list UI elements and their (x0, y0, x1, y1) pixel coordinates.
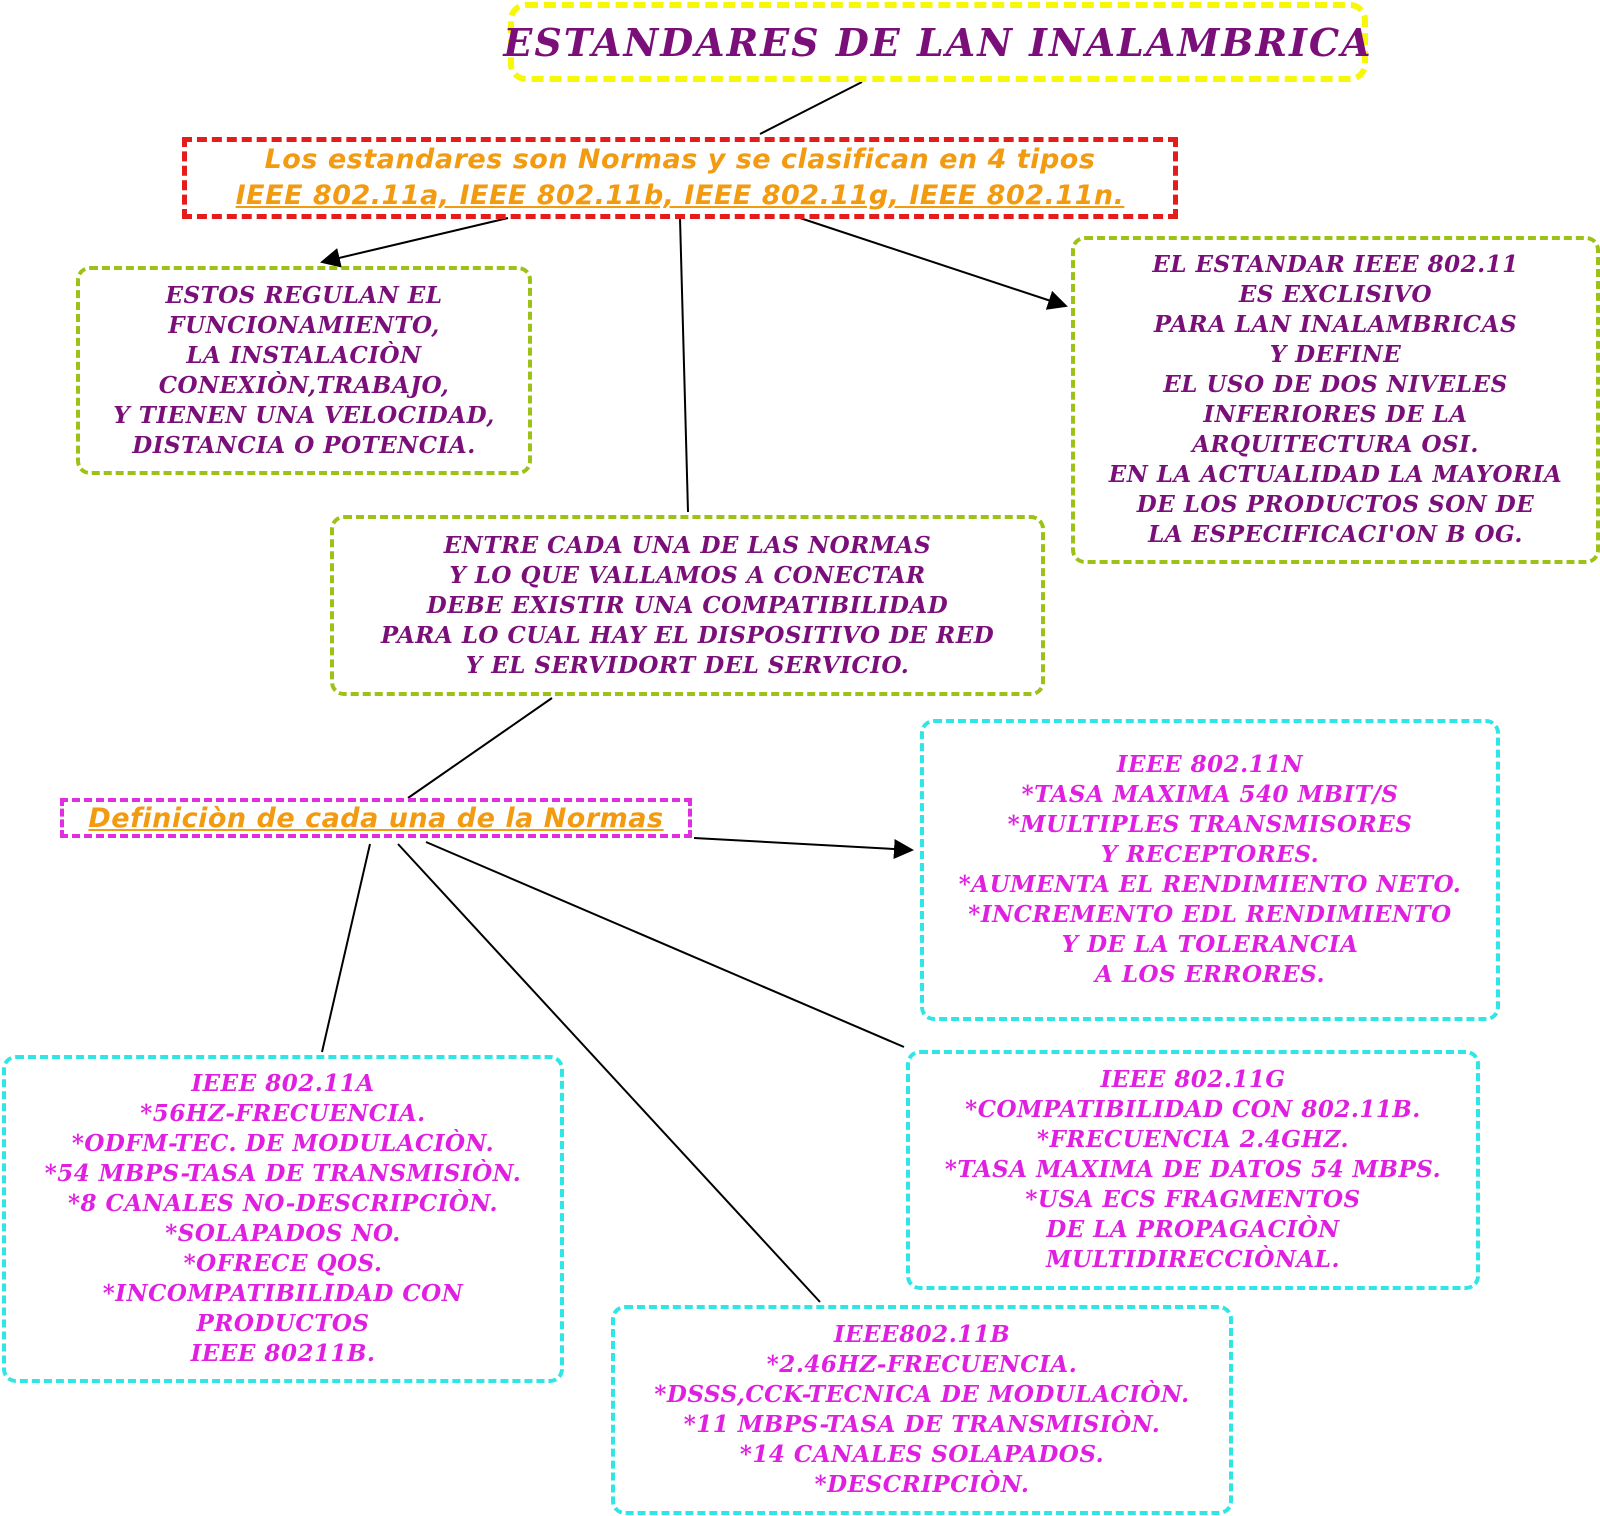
ieee-802-11a-line: *INCOMPATIBILIDAD CON (102, 1280, 464, 1307)
ieee-802-11b-line: *DSSS,CCK-TECNICA DE MODULACIÒN. (654, 1381, 1190, 1408)
ieee-802-11a-line: *OFRECE QOS. (183, 1250, 383, 1277)
standard-line: INFERIORES DE LA (1203, 401, 1468, 428)
connector-definition-11g (425, 841, 905, 1048)
regulation-line: ESTOS REGULAN EL (165, 281, 443, 309)
ieee-802-11a-line: IEEE 80211B. (190, 1340, 376, 1367)
standard-line: EL ESTANDAR IEEE 802.11 (1152, 251, 1519, 278)
ieee-802-11a-line: IEEE 802.11A (191, 1070, 375, 1097)
intro-line-2: IEEE 802.11a, IEEE 802.11b, IEEE 802.11g… (235, 180, 1125, 211)
ieee-802-11g-line: *TASA MAXIMA DE DATOS 54 MBPS. (944, 1156, 1442, 1183)
compatibility-box: ENTRE CADA UNA DE LAS NORMAS Y LO QUE VA… (330, 515, 1045, 696)
ieee-802-11n-line: A LOS ERRORES. (1095, 961, 1325, 988)
intro-line-1: Los estandares son Normas y se clasifica… (264, 144, 1096, 175)
diagram-title: ESTANDARES DE LAN INALAMBRICA (503, 19, 1373, 65)
ieee-802-11a-line: *ODFM-TEC. DE MODULACIÒN. (71, 1130, 495, 1157)
ieee-802-11g-line: DE LA PROPAGACIÒN (1046, 1216, 1340, 1243)
ieee-802-11n-line: *TASA MAXIMA 540 MBIT/S (1021, 781, 1399, 808)
ieee-802-11b-line: IEEE802.11B (833, 1321, 1011, 1348)
ieee-802-11g-line: *FRECUENCIA 2.4GHZ. (1036, 1126, 1350, 1153)
ieee-802-11n-line: Y DE LA TOLERANCIA (1061, 931, 1359, 958)
standard-line: ARQUITECTURA OSI. (1192, 431, 1479, 458)
ieee-802-11a-line: *SOLAPADOS NO. (165, 1220, 401, 1247)
regulation-line: CONEXIÒN,TRABAJO, (158, 371, 450, 399)
standard-line: LA ESPECIFICACI'ON B OG. (1148, 521, 1523, 548)
standard-line: EL USO DE DOS NIVELES (1163, 371, 1508, 398)
connector-definition-11b (397, 843, 821, 1303)
intro-box: Los estandares son Normas y se clasifica… (182, 137, 1178, 219)
ieee-802-11a-line: *8 CANALES NO-DESCRIPCIÒN. (67, 1190, 499, 1217)
arrow-definition-11n (693, 837, 914, 859)
standard-line: DE LOS PRODUCTOS SON DE (1136, 491, 1535, 518)
ieee-802-11b-line: *11 MBPS-TASA DE TRANSMISIÒN. (683, 1411, 1161, 1438)
compatibility-line: Y LO QUE VALLAMOS A CONECTAR (449, 561, 926, 589)
connector-compatibility-definition (407, 697, 553, 799)
ieee-802-11a-line: *54 MBPS-TASA DE TRANSMISIÒN. (44, 1160, 522, 1187)
arrow-intro-standard (799, 217, 1068, 310)
ieee-802-11g-line: *COMPATIBILIDAD CON 802.11B. (965, 1096, 1421, 1123)
ieee-802-11n-line: *INCREMENTO EDL RENDIMIENTO (968, 901, 1452, 928)
standard-line: PARA LAN INALAMBRICAS (1153, 311, 1518, 338)
ieee-802-11g-line: IEEE 802.11G (1100, 1066, 1286, 1093)
ieee-802-11n-line: IEEE 802.11N (1116, 751, 1304, 778)
ieee-802-11n-box: IEEE 802.11N *TASA MAXIMA 540 MBIT/S *MU… (920, 719, 1500, 1021)
compatibility-line: DEBE EXISTIR UNA COMPATIBILIDAD (426, 591, 949, 619)
ieee-802-11n-line: *AUMENTA EL RENDIMIENTO NETO. (958, 871, 1462, 898)
ieee-802-11g-line: MULTIDIRECCIÒNAL. (1046, 1246, 1340, 1273)
ieee-802-11b-box: IEEE802.11B *2.46HZ-FRECUENCIA. *DSSS,CC… (611, 1305, 1233, 1515)
ieee-802-11b-line: *DESCRIPCIÒN. (814, 1471, 1030, 1498)
definition-label: Definiciòn de cada una de la Normas (88, 802, 664, 834)
ieee-802-11a-box: IEEE 802.11A *56HZ-FRECUENCIA. *ODFM-TEC… (2, 1055, 564, 1383)
compatibility-line: PARA LO CUAL HAY EL DISPOSITIVO DE RED (380, 621, 995, 649)
standard-802-11-box: EL ESTANDAR IEEE 802.11 ES EXCLISIVO PAR… (1071, 236, 1600, 564)
connector-title-intro (759, 81, 863, 135)
ieee-802-11n-line: Y RECEPTORES. (1100, 841, 1320, 868)
standard-line: Y DEFINE (1269, 341, 1402, 368)
regulation-box: ESTOS REGULAN EL FUNCIONAMIENTO, LA INST… (76, 266, 532, 475)
title-box: ESTANDARES DE LAN INALAMBRICA (503, 2, 1371, 82)
compatibility-line: Y EL SERVIDORT DEL SERVICIO. (465, 651, 910, 679)
regulation-line: FUNCIONAMIENTO, (168, 311, 440, 339)
ieee-802-11b-line: *2.46HZ-FRECUENCIA. (766, 1351, 1078, 1378)
ieee-802-11n-line: *MULTIPLES TRANSMISORES (1007, 811, 1413, 838)
standard-line: EN LA ACTUALIDAD LA MAYORIA (1108, 461, 1563, 488)
standard-line: ES EXCLISIVO (1238, 281, 1433, 308)
connector-intro-compatibility (679, 217, 689, 513)
regulation-line: Y TIENEN UNA VELOCIDAD, (113, 401, 495, 429)
ieee-802-11g-box: IEEE 802.11G *COMPATIBILIDAD CON 802.11B… (906, 1050, 1480, 1290)
ieee-802-11b-line: *14 CANALES SOLAPADOS. (739, 1441, 1105, 1468)
ieee-802-11a-line: PRODUCTOS (196, 1310, 370, 1337)
ieee-802-11a-line: *56HZ-FRECUENCIA. (140, 1100, 426, 1127)
connector-definition-11a (321, 843, 371, 1053)
arrow-intro-regulation (320, 217, 509, 268)
regulation-line: DISTANCIA O POTENCIA. (132, 431, 476, 459)
definition-box: Definiciòn de cada una de la Normas (60, 798, 692, 838)
compatibility-line: ENTRE CADA UNA DE LAS NORMAS (443, 531, 932, 559)
ieee-802-11g-line: *USA ECS FRAGMENTOS (1025, 1186, 1361, 1213)
regulation-line: LA INSTALACIÒN (186, 341, 422, 369)
